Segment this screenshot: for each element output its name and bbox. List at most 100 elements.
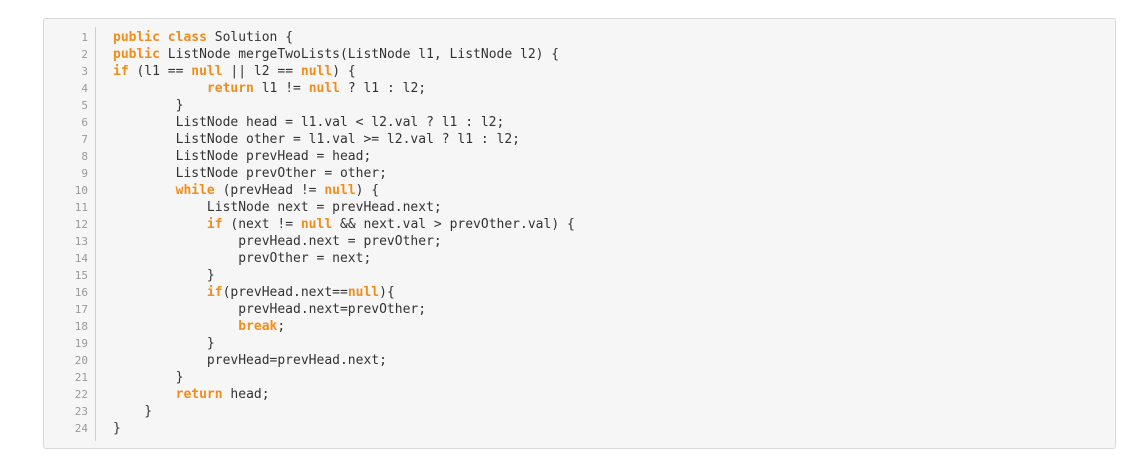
line-number: 17: [74, 303, 88, 316]
line-number: 5: [81, 99, 88, 112]
code-line: prevHead.next = prevOther;: [113, 233, 1107, 250]
line-number: 15: [74, 269, 88, 282]
code-token: prevOther = next;: [113, 251, 372, 266]
code-line: prevHead.next=prevOther;: [113, 301, 1107, 318]
line-number: 24: [74, 422, 88, 435]
code-line: prevHead=prevHead.next;: [113, 352, 1107, 369]
code-token: ListNode next = prevHead.next;: [113, 200, 442, 215]
code-line: if (next != null && next.val > prevOther…: [113, 216, 1107, 233]
code-token: ;: [277, 319, 286, 334]
keyword-token: if: [206, 217, 223, 232]
line-number: 2: [81, 48, 88, 61]
line-number: 19: [74, 337, 88, 350]
code-line: while (prevHead != null) {: [113, 182, 1107, 199]
code-token: ListNode prevOther = other;: [113, 166, 387, 181]
line-number: 4: [81, 82, 88, 95]
code-token: head;: [222, 387, 270, 402]
code-token: }: [113, 336, 215, 351]
line-number: 8: [81, 150, 88, 163]
keyword-token: class: [167, 30, 207, 45]
code-token: ) {: [355, 183, 380, 198]
code-token: [113, 81, 207, 96]
keyword-token: return: [206, 81, 254, 96]
code-token: && next.val > prevOther.val) {: [332, 217, 575, 232]
code-line: }: [113, 403, 1107, 420]
keyword-token: null: [191, 64, 223, 79]
code-line: if(prevHead.next==null){: [113, 284, 1107, 301]
code-line: return l1 != null ? l1 : l2;: [113, 80, 1107, 97]
code-token: (l1 ==: [128, 64, 192, 79]
line-number: 9: [81, 167, 88, 180]
code-line: return head;: [113, 386, 1107, 403]
keyword-token: null: [300, 217, 333, 232]
code-token: l1 !=: [253, 81, 309, 96]
code-line: }: [113, 335, 1107, 352]
code-line: ListNode next = prevHead.next;: [113, 199, 1107, 216]
line-number: 21: [74, 371, 88, 384]
code-line: break;: [113, 318, 1107, 335]
keyword-token: public: [113, 30, 160, 45]
code-token: ? l1 : l2;: [340, 81, 427, 96]
code-token: prevHead.next=prevOther;: [113, 302, 427, 317]
code-line: prevOther = next;: [113, 250, 1107, 267]
code-token: [113, 183, 176, 198]
line-number: 6: [81, 116, 88, 129]
line-number: 14: [74, 252, 88, 265]
code-token: [113, 285, 207, 300]
code-token: ListNode prevHead = head;: [113, 149, 372, 164]
line-number: 20: [74, 354, 88, 367]
code-line: if (l1 == null || l2 == null) {: [113, 63, 1107, 80]
code-content[interactable]: public class Solution {public ListNode m…: [113, 29, 1107, 440]
code-line: ListNode prevOther = other;: [113, 165, 1107, 182]
gutter-divider: [95, 27, 96, 441]
code-line: }: [113, 267, 1107, 284]
line-number: 10: [74, 184, 88, 197]
code-line: }: [113, 97, 1107, 114]
line-number: 23: [74, 405, 88, 418]
code-token: ListNode other = l1.val >= l2.val ? l1 :…: [113, 132, 520, 147]
line-number: 3: [81, 65, 88, 78]
code-token: Solution {: [206, 30, 294, 45]
line-number: 18: [74, 320, 88, 333]
code-line: }: [113, 420, 1107, 437]
code-token: }: [113, 421, 121, 436]
code-token: ) {: [332, 64, 356, 79]
line-number: 12: [74, 218, 88, 231]
keyword-token: null: [347, 285, 380, 300]
line-number: 7: [81, 133, 88, 146]
code-token: (prevHead.next==: [222, 285, 348, 300]
code-token: prevHead.next = prevOther;: [113, 234, 442, 249]
code-line: ListNode other = l1.val >= l2.val ? l1 :…: [113, 131, 1107, 148]
code-token: }: [113, 404, 153, 419]
line-number: 22: [74, 388, 88, 401]
keyword-token: while: [175, 183, 215, 198]
code-token: ){: [379, 285, 395, 300]
code-token: (next !=: [222, 217, 301, 232]
code-token: prevHead=prevHead.next;: [113, 353, 387, 368]
code-line: public class Solution {: [113, 29, 1107, 46]
line-number: 16: [74, 286, 88, 299]
keyword-token: return: [175, 387, 223, 402]
code-token: || l2 ==: [222, 64, 301, 79]
code-token: [113, 387, 176, 402]
code-token: ListNode head = l1.val < l2.val ? l1 : l…: [113, 115, 505, 130]
code-line: ListNode head = l1.val < l2.val ? l1 : l…: [113, 114, 1107, 131]
code-token: (prevHead !=: [214, 183, 325, 198]
line-number: 13: [74, 235, 88, 248]
code-token: }: [113, 98, 184, 113]
code-token: }: [113, 268, 215, 283]
keyword-token: null: [324, 183, 356, 198]
line-number: 1: [81, 31, 88, 44]
code-line: ListNode prevHead = head;: [113, 148, 1107, 165]
keyword-token: if: [113, 64, 129, 79]
keyword-token: if: [206, 285, 223, 300]
keyword-token: break: [238, 319, 278, 334]
code-token: [113, 319, 238, 334]
code-token: [160, 30, 168, 45]
code-token: }: [113, 370, 184, 385]
code-line: }: [113, 369, 1107, 386]
keyword-token: null: [300, 64, 333, 79]
line-number: 11: [74, 201, 88, 214]
